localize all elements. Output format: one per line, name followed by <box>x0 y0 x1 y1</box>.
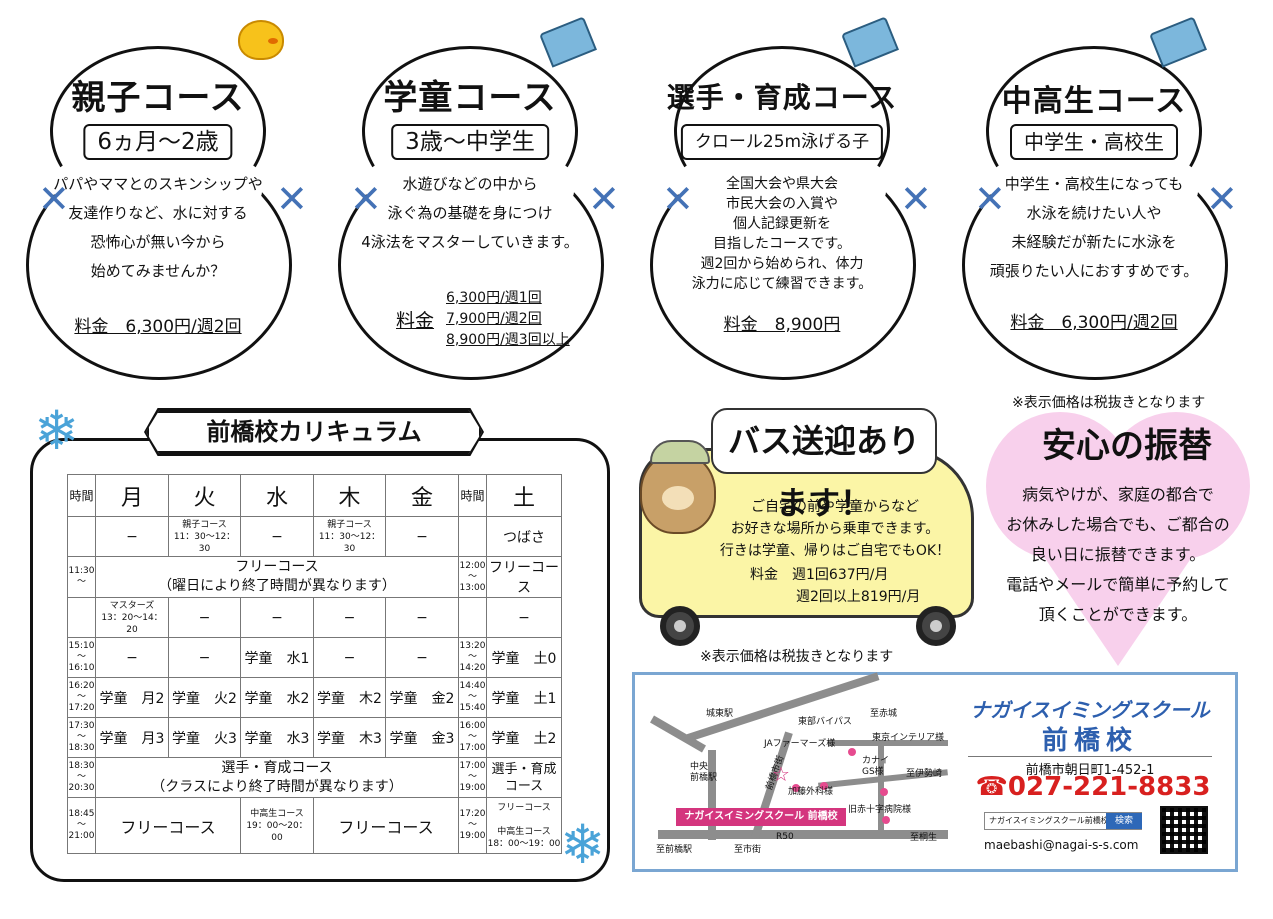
snowman-arm-icon: ✕ <box>276 177 308 221</box>
table-row: 17:30 〜 18:30 学童 月3 学童 火3 学童 水3 学童 木3 学童… <box>67 717 562 758</box>
course-desc: 中学生・高校生になっても 水泳を続けたい人や 未経験だが新たに水泳を 頑張りたい… <box>989 175 1199 280</box>
table-row: 18:30 〜 20:30 選手・育成コース （クラスにより終了時間が異なります… <box>67 757 562 798</box>
qr-code[interactable] <box>1160 806 1208 854</box>
snowman-arm-icon: ✕ <box>974 177 1006 221</box>
curriculum-table: 時間 月 火 水 木 金 時間 土 − 親子コース 11：30〜12：30 − … <box>67 474 562 854</box>
course-age: 中学生・高校生 <box>1010 124 1178 160</box>
bus-text: ご自宅の前や学童からなど お好きな場所から乗車できます。 行きは学童、帰りはご自… <box>719 499 951 559</box>
search-button[interactable]: 検索 <box>1106 813 1142 829</box>
table-row: 11:30 〜 フリーコース （曜日により終了時間が異なります） 12:00 〜… <box>67 556 562 598</box>
course-oyako: ✕ ✕ 親子コース 6ヵ月〜2歳 パパやママとのスキンシップや 友達作りなど、水… <box>8 0 308 400</box>
snowman-arm-icon: ✕ <box>38 177 70 221</box>
header-time-sat: 時間 <box>458 474 487 517</box>
course-desc: 全国大会や県大会 市民大会の入賞や 個人記録更新を 目指したコースです。 週2回… <box>691 176 873 292</box>
school-address: 前橋市朝日町1-452-1 <box>968 756 1212 778</box>
header-fri: 金 <box>385 474 459 517</box>
course-fee: 料金 8,900円 <box>723 315 841 335</box>
course-title: 親子コース <box>71 78 245 118</box>
snowman-hat-icon <box>1149 16 1207 68</box>
course-desc: パパやママとのスキンシップや 友達作りなど、水に対する 恐怖心が無い今から 始め… <box>53 175 263 280</box>
bus-title: バス送迎あります！ <box>711 408 937 522</box>
heart-shape <box>986 412 1250 666</box>
chick-icon <box>238 20 284 60</box>
snowman-hat-icon <box>539 16 597 68</box>
bus-wheel-icon <box>660 606 700 646</box>
school-name: ナガイスイミングスクール <box>970 698 1210 722</box>
header-tue: 火 <box>168 474 241 517</box>
header-wed: 水 <box>240 474 314 517</box>
course-fee-label: 料金 <box>396 310 435 332</box>
course-age: 6ヵ月〜2歳 <box>83 124 233 160</box>
school-phone[interactable]: ☎027-221-8833 <box>975 772 1211 802</box>
table-row: マスターズ 13：20〜14：20 − − − − − <box>67 597 562 638</box>
tax-note: ※表示価格は税抜きとなります <box>700 649 894 665</box>
bus-wheel-icon <box>916 606 956 646</box>
bus-fee: 料金 週1回637円/月 週2回以上819円/月 <box>750 567 921 605</box>
snowflake-icon: ❄ <box>34 399 80 462</box>
header-mon: 月 <box>95 474 169 517</box>
star-icon: ☆ <box>772 762 790 786</box>
course-fee: 料金 6,300円/週2回 <box>1010 313 1178 333</box>
header-thu: 木 <box>313 474 386 517</box>
snowman-arm-icon: ✕ <box>1206 177 1238 221</box>
school-campus: 前橋校 <box>1041 726 1138 756</box>
table-row: 15:10 〜 16:10 − − 学童 水1 − − 13:20 〜 14:2… <box>67 637 562 678</box>
snowman-hat-icon <box>841 16 899 68</box>
course-age: クロール25m泳げる子 <box>680 124 884 160</box>
course-senshu: ✕ ✕ 選手・育成コース クロール25m泳げる子 全国大会や県大会 市民大会の入… <box>632 0 932 400</box>
table-row: 16:20 〜 17:20 学童 月2 学童 火2 学童 水2 学童 木2 学童… <box>67 677 562 718</box>
course-fee: 料金 6,300円/週2回 <box>74 317 242 337</box>
transfer-text: 病気やけが、家庭の都合で お休みした場合でも、ご都合の 良い日に振替できます。 … <box>1006 485 1230 624</box>
table-header-row: 時間 月 火 水 木 金 時間 土 <box>67 474 562 517</box>
header-time: 時間 <box>67 474 96 517</box>
curriculum-title: 前橋校カリキュラム <box>146 410 482 454</box>
course-desc: 水遊びなどの中から 泳ぐ為の基礎を身につけ 4泳法をマスターしていきます。 <box>361 175 579 251</box>
bear-cap-icon <box>650 440 710 464</box>
school-email[interactable]: maebashi@nagai-s-s.com <box>984 838 1139 852</box>
snowman-arm-icon: ✕ <box>350 177 382 221</box>
table-row: − 親子コース 11：30〜12：30 − 親子コース 11：30〜12：30 … <box>67 516 562 557</box>
snowman-arm-icon: ✕ <box>662 177 694 221</box>
course-title: 中高生コース <box>1001 84 1187 119</box>
course-age: 3歳〜中学生 <box>391 124 549 160</box>
course-fee-list: 6,300円/週1回 7,900円/週2回 8,900円/週3回以上 <box>446 290 570 348</box>
access-map: 城東駅 東部バイパス 至赤城 JAファーマーズ様 東京インテリア様 中央 前橋駅… <box>648 672 958 860</box>
table-row: 18:45 〜 21:00 フリーコース 中高生コース 19：00〜20：00 … <box>67 797 562 854</box>
course-title: 学童コース <box>383 78 557 118</box>
header-sat: 土 <box>486 474 562 517</box>
transfer-title: 安心の振替 <box>1042 426 1212 466</box>
course-title: 選手・育成コース <box>666 81 898 114</box>
map-school-banner: ナガイスイミングスクール 前橋校 <box>676 808 846 826</box>
course-chukosei: ✕ ✕ 中高生コース 中学生・高校生 中学生・高校生になっても 水泳を続けたい人… <box>944 0 1244 400</box>
snowman-arm-icon: ✕ <box>588 177 620 221</box>
snowflake-icon: ❄ <box>560 813 606 876</box>
course-gakudo: ✕ ✕ 学童コース 3歳〜中学生 水遊びなどの中から 泳ぐ為の基礎を身につけ 4… <box>320 0 620 400</box>
snowman-arm-icon: ✕ <box>900 177 932 221</box>
tax-note: ※表示価格は税抜きとなります <box>1012 395 1206 411</box>
